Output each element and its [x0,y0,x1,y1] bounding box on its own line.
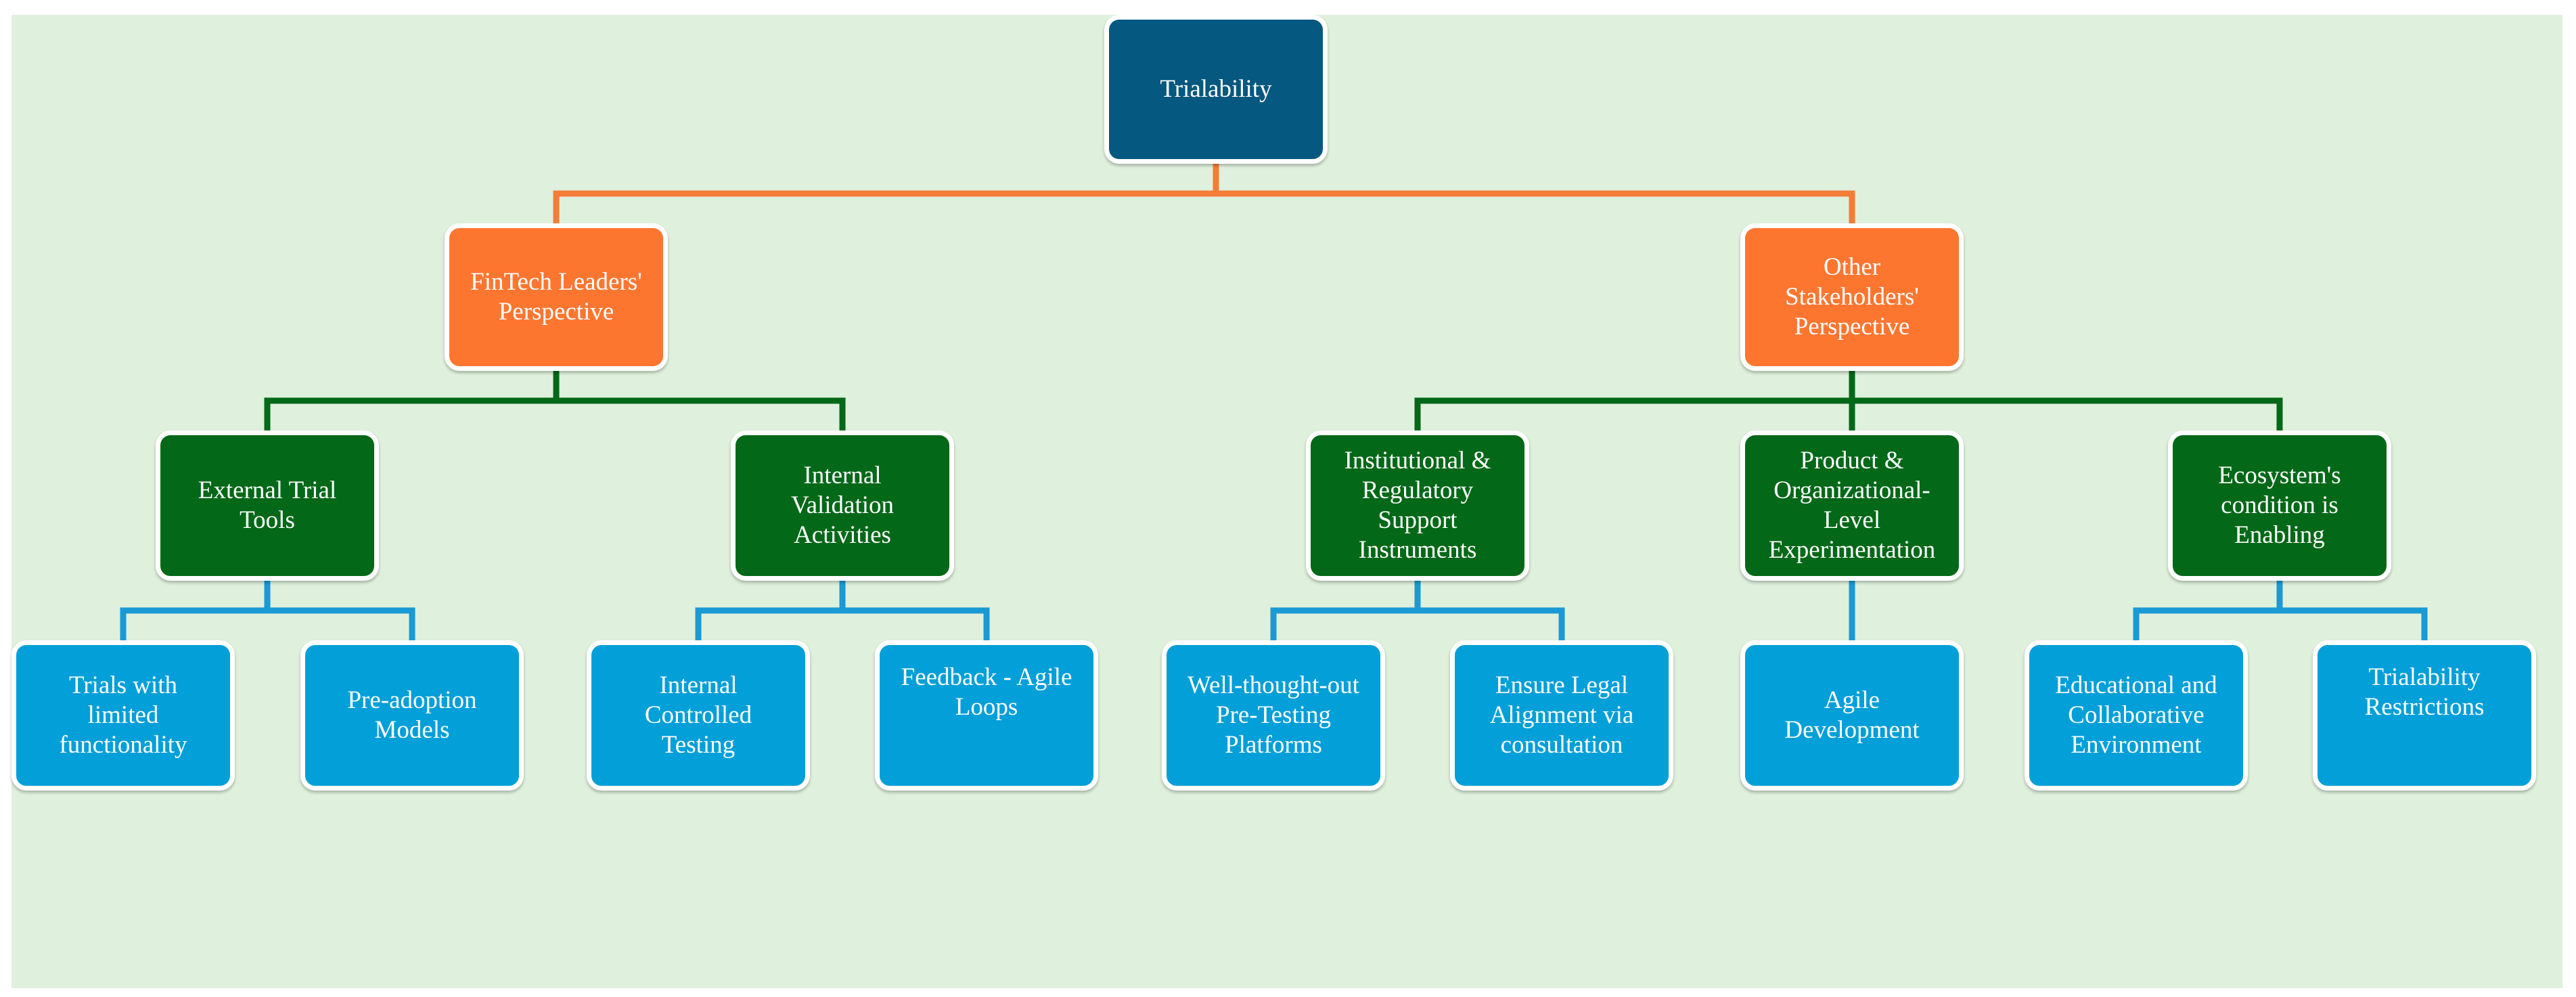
node-perspective-fintech-leaders: FinTech Leaders' Perspective [445,223,668,371]
node-leaf-agile-development: Agile Development [1740,640,1964,791]
node-label: Feedback - Agile Loops [901,663,1072,721]
connector-lines [120,160,2428,644]
diagram-canvas: Trialability FinTech Leaders' Perspectiv… [12,15,2562,988]
node-label: Internal Controlled Testing [644,671,752,759]
node-label: Well-thought-out Pre-Testing Platforms [1188,671,1359,759]
node-label: Trialability [1160,75,1272,103]
node-label: Ensure Legal Alignment via consultation [1489,671,1634,759]
node-label: Ecosystem's condition is Enabling [2218,462,2341,549]
node-perspective-other-stakeholders: Other Stakeholders' Perspective [1740,223,1964,371]
node-root-trialability: Trialability [1104,15,1328,164]
node-leaf-legal-alignment: Ensure Legal Alignment via consultation [1450,640,1673,791]
node-label: Trials with limited functionality [59,671,187,759]
node-leaf-internal-controlled-testing: Internal Controlled Testing [587,640,810,791]
node-label: Pre-adoption Models [347,686,477,744]
node-category-product-organizational: Product & Organizational- Level Experime… [1740,430,1964,581]
node-label: Educational and Collaborative Environmen… [2055,671,2217,759]
node-label: FinTech Leaders' Perspective [470,268,642,326]
node-leaf-pre-adoption-models: Pre-adoption Models [300,640,524,791]
node-leaf-trials-limited-functionality: Trials with limited functionality [12,640,235,791]
node-category-internal-validation: Internal Validation Activities [731,430,954,581]
node-label: Other Stakeholders' Perspective [1785,253,1919,340]
node-label: External Trial Tools [198,477,337,534]
node-category-external-trial-tools: External Trial Tools [156,430,379,581]
node-label: Agile Development [1784,686,1920,744]
node-leaf-pre-testing-platforms: Well-thought-out Pre-Testing Platforms [1162,640,1385,791]
node-label: Institutional & Regulatory Support Instr… [1344,447,1491,564]
node-label: Product & Organizational- Level Experime… [1768,447,1936,564]
node-label: Internal Validation Activities [790,462,895,549]
node-category-institutional-regulatory: Institutional & Regulatory Support Instr… [1306,430,1529,581]
node-category-ecosystem: Ecosystem's condition is Enabling [2168,430,2391,581]
node-leaf-feedback-agile-loops: Feedback - Agile Loops [875,640,1098,791]
node-leaf-educational-collaborative: Educational and Collaborative Environmen… [2025,640,2248,791]
node-label: Trialability Restrictions [2364,663,2485,721]
node-leaf-trialability-restrictions: Trialability Restrictions [2313,640,2536,791]
